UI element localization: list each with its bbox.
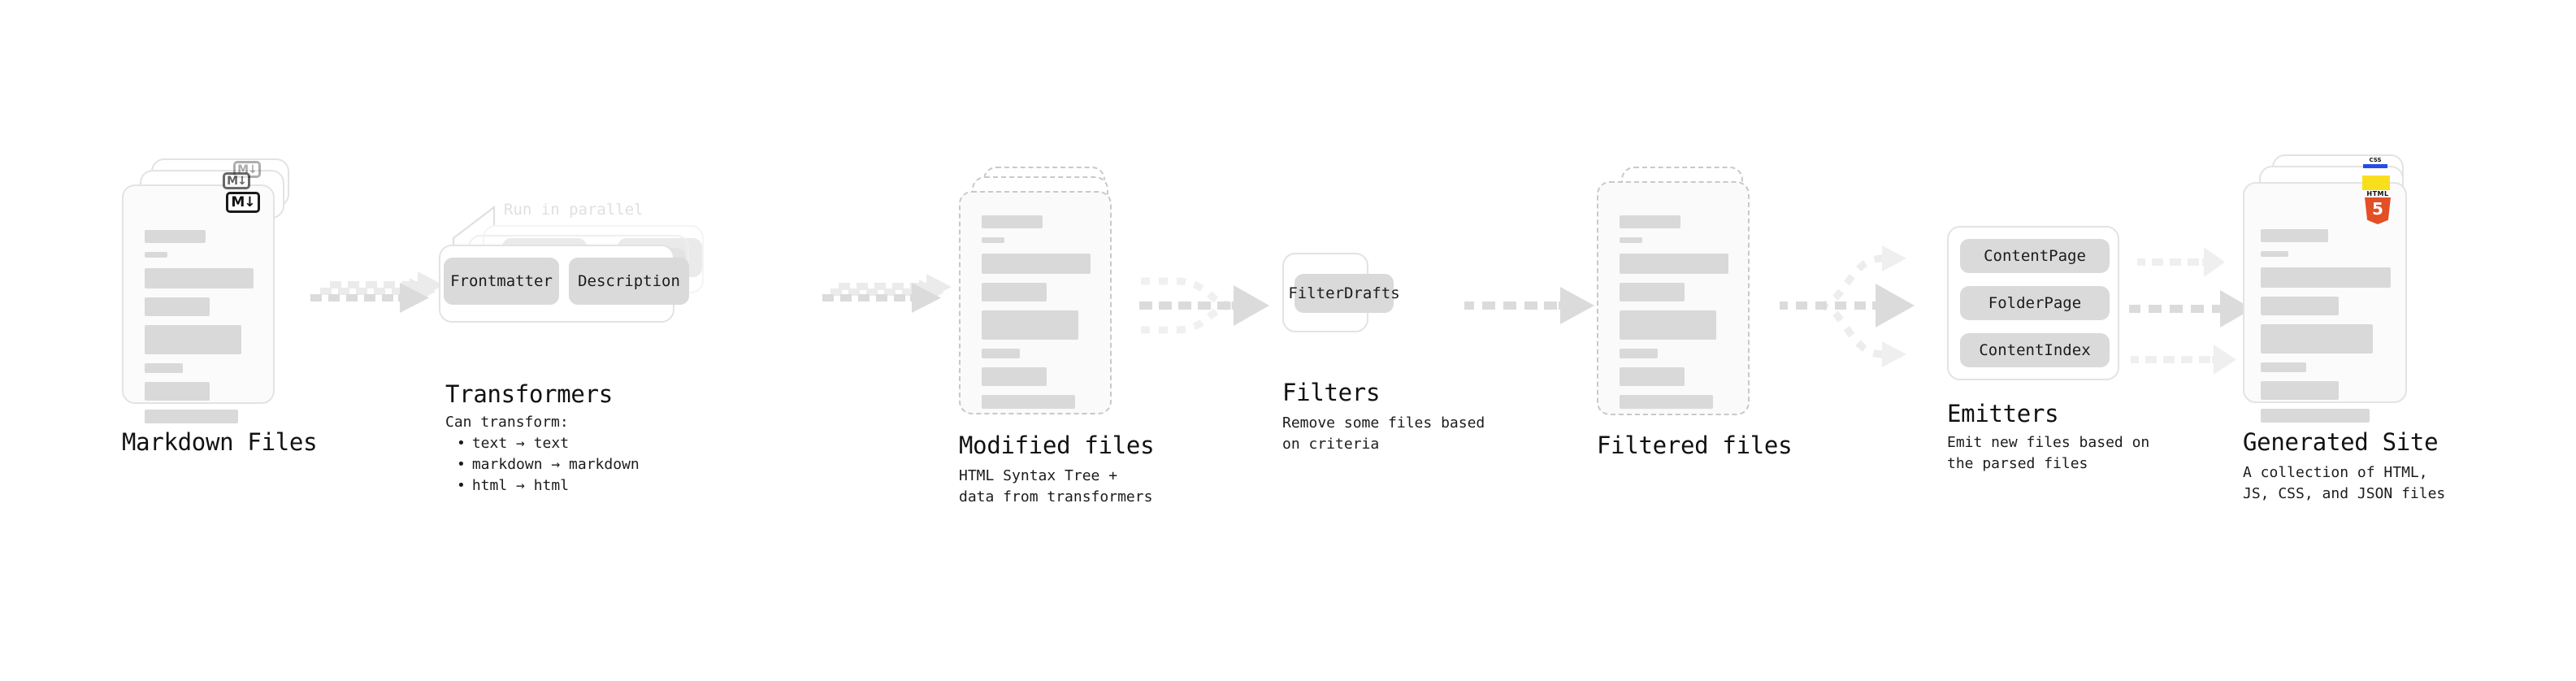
label-generated-site: Generated Site (2243, 428, 2439, 456)
transformers-description: Can transform: text → text markdown → ma… (445, 412, 640, 497)
emitters-description: Emit new files based on the parsed files (1947, 434, 2150, 472)
label-markdown-files: Markdown Files (122, 428, 318, 456)
arrow-emitters-to-site (2129, 247, 2253, 375)
modified-files-description: HTML Syntax Tree + data from transformer… (959, 467, 1153, 505)
css-badge-underline (2363, 164, 2387, 168)
label-emitters: Emitters (1947, 400, 2059, 427)
capability-item: html → html (457, 475, 640, 497)
filters-group: FilterDrafts (1282, 253, 1400, 332)
arrow-markdown-to-transformers (310, 271, 444, 313)
html5-badge-glyph: 5 (2372, 199, 2383, 219)
label-transformers: Transformers (445, 380, 613, 408)
filter-pill-filterdrafts[interactable]: FilterDrafts (1288, 274, 1400, 313)
transformer-pill-frontmatter[interactable]: Frontmatter (444, 258, 559, 305)
transformers-capability-list: text → text markdown → markdown html → h… (457, 433, 640, 497)
css-badge-caption: CSS (2369, 157, 2382, 163)
arrow-filtered-to-emitters (1780, 245, 1915, 367)
emitter-pill-contentpage[interactable]: ContentPage (1960, 239, 2110, 273)
label-filters: Filters (1282, 379, 1381, 406)
filtered-file-front (1597, 181, 1750, 415)
stage-markdown-files: M↓ M↓ M↓ (122, 158, 309, 427)
js-badge (2362, 176, 2390, 190)
modified-file-front (959, 191, 1112, 414)
generated-site-description: A collection of HTML, JS, CSS, and JSON … (2243, 464, 2446, 502)
markdown-badge-glyph: M↓ (231, 193, 255, 210)
html5-badge: HTML 5 (2363, 190, 2392, 224)
stage-filtered-files (1597, 167, 1784, 435)
html5-badge-caption: HTML (2366, 190, 2389, 197)
css-badge: CSS (2363, 157, 2387, 168)
stage-generated-site: CSS HTML 5 (2243, 154, 2438, 431)
filters-description: Remove some files based on criteria (1282, 414, 1485, 453)
markdown-badge: M↓ (226, 192, 260, 213)
stage-modified-files (959, 167, 1146, 435)
markdown-badge-glyph: M↓ (227, 174, 247, 188)
transformer-pill-description[interactable]: Description (569, 258, 689, 305)
file-skeleton-lines (982, 215, 1091, 418)
markdown-badge-back-1: M↓ (223, 172, 250, 189)
markdown-file-front (122, 184, 275, 423)
capability-item: text → text (457, 433, 640, 454)
emitter-pill-contentindex[interactable]: ContentIndex (1960, 333, 2110, 367)
label-modified-files: Modified files (959, 432, 1155, 459)
arrow-modified-to-filters (1139, 277, 1269, 334)
transformers-description-header: Can transform: (445, 414, 569, 431)
emitters-group: ContentPage FolderPage ContentIndex (1947, 226, 2119, 380)
arrow-transformers-to-modified (822, 274, 952, 313)
emitter-pill-folderpage[interactable]: FolderPage (1960, 286, 2110, 320)
arrow-filters-to-filtered (1464, 287, 1594, 324)
label-filtered-files: Filtered files (1597, 432, 1793, 459)
file-skeleton-lines (2261, 229, 2391, 432)
file-skeleton-lines (1620, 215, 1728, 418)
label-run-in-parallel: Run in parallel (504, 201, 644, 219)
capability-item: markdown → markdown (457, 454, 640, 475)
html5-shield: 5 (2365, 197, 2391, 224)
file-skeleton-lines (145, 230, 254, 432)
